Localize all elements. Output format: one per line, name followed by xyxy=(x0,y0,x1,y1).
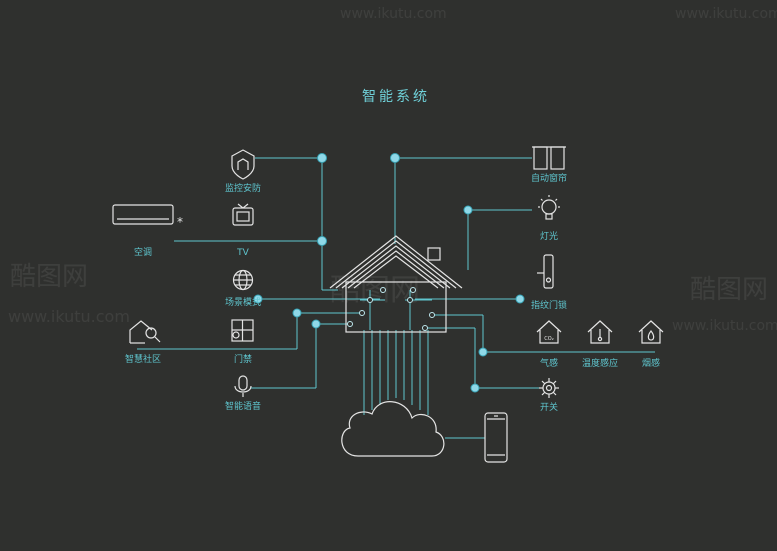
label-light: 灯光 xyxy=(540,230,558,242)
label-access-control: 门禁 xyxy=(234,353,252,365)
watermark-brand: 酷图网 xyxy=(330,273,420,308)
co2-sensor-icon: CO₂ xyxy=(536,320,562,344)
label-gas-sensor: 气感 xyxy=(540,357,558,369)
cloud-icon xyxy=(341,401,445,457)
label-fingerprint-lock: 指纹门锁 xyxy=(531,299,567,311)
smoke-sensor-icon xyxy=(638,320,664,344)
watermark-url: www.ikutu.com xyxy=(340,6,447,22)
gear-icon xyxy=(539,378,559,398)
light-bulb-icon xyxy=(538,195,560,220)
label-switch: 开关 xyxy=(540,401,558,413)
shield-icon xyxy=(231,149,255,180)
label-smoke-sensor: 烟感 xyxy=(642,357,660,369)
air-conditioner-icon: * xyxy=(112,204,183,229)
diagram-title: 智能系统 xyxy=(362,89,430,105)
watermark-url: www.ikutu.com xyxy=(672,318,777,334)
label-curtain: 自动窗帘 xyxy=(531,172,567,184)
connection-lines xyxy=(137,157,655,439)
label-smart-community: 智慧社区 xyxy=(125,353,161,365)
label-voice: 智能语音 xyxy=(225,400,261,412)
globe-icon xyxy=(232,269,254,291)
door-lock-icon xyxy=(537,254,554,289)
label-scene-mode: 场景模式 xyxy=(225,296,261,308)
smartphone-icon xyxy=(484,412,508,463)
watermark-brand: 酷图网 xyxy=(690,275,768,305)
svg-text:*: * xyxy=(177,215,183,229)
watermark-url: www.ikutu.com xyxy=(675,6,777,22)
label-tv: TV xyxy=(236,248,249,258)
curtain-icon xyxy=(532,146,566,170)
watermark-url: www.ikutu.com xyxy=(8,307,130,326)
watermark-layer: 酷图网 www.ikutu.com 酷图网 www.ikutu.com 酷图网 … xyxy=(8,6,777,334)
home-search-icon xyxy=(129,320,161,344)
label-temp-humidity: 温度感应 xyxy=(582,357,618,369)
label-security: 监控安防 xyxy=(225,182,261,194)
junction-nodes xyxy=(253,153,525,393)
watermark-brand: 酷图网 xyxy=(10,262,88,292)
co2-text: CO₂ xyxy=(544,336,553,342)
thermometer-sensor-icon xyxy=(587,320,613,344)
house-hub xyxy=(329,235,463,333)
label-air-conditioner: 空调 xyxy=(134,246,152,258)
microphone-icon xyxy=(234,375,252,397)
door-panel-icon xyxy=(231,319,254,342)
tv-icon xyxy=(232,203,254,226)
